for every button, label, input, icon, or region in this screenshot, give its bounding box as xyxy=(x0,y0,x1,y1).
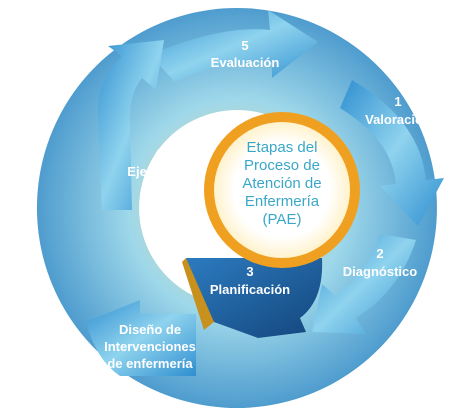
intervention-line-3: de enfermería xyxy=(107,356,193,371)
intervention-line-1: Diseño de xyxy=(119,322,181,337)
stage-arrow-4: 4 Ejecución xyxy=(97,40,189,210)
stage-4-label: Ejecución xyxy=(127,164,188,179)
stage-arrow-3: 3 Planificación xyxy=(182,258,323,338)
stage-2-label: Diagnóstico xyxy=(343,264,417,279)
center-line-5: (PAE) xyxy=(263,211,302,228)
center-line-2: Proceso de xyxy=(244,157,320,174)
stage-1-label: Valoración xyxy=(365,112,431,127)
stage-4-number: 4 xyxy=(154,146,162,161)
intervention-line-2: Intervenciones xyxy=(104,339,196,354)
center-line-1: Etapas del xyxy=(247,139,318,156)
center-line-4: Enfermería xyxy=(245,193,320,210)
stage-arrow-5: 5 Evaluación xyxy=(150,10,318,82)
intervention-design-arrow: Diseño de Intervenciones de enfermería xyxy=(86,300,196,376)
stage-3-number: 3 xyxy=(246,264,253,279)
stage-2-number: 2 xyxy=(376,246,383,261)
center-line-3: Atención de xyxy=(242,175,321,192)
stage-3-label: Planificación xyxy=(210,282,290,297)
stage-arrow-1: 1 Valoración xyxy=(340,80,444,226)
stage-arrow-2: 2 Diagnóstico xyxy=(312,234,417,334)
stage-1-number: 1 xyxy=(394,94,401,109)
stage-5-label: Evaluación xyxy=(211,55,280,70)
stage-5-number: 5 xyxy=(241,38,248,53)
center-circle: Etapas del Proceso de Atención de Enferm… xyxy=(204,112,360,268)
